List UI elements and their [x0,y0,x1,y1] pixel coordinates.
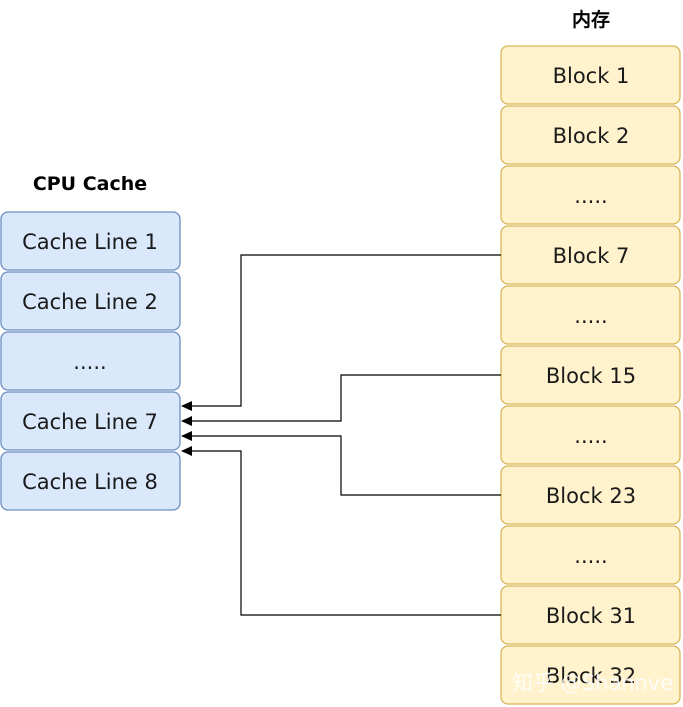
cache-line-label: Cache Line 7 [22,410,158,434]
memory-title: 内存 [572,8,610,31]
connector-block-15 [181,374,501,426]
arrowhead-icon [181,446,192,456]
memory-block-32: Block 32 [500,645,681,705]
connector-block-7 [181,254,501,411]
arrowhead-icon [181,401,192,411]
memory-block-7: Block 7 [500,225,681,285]
memory-block-label: Block 32 [546,664,636,688]
memory-block-23: Block 23 [500,465,681,525]
cache-line-label: Cache Line 1 [22,230,158,254]
cache-column: Cache Line 1 Cache Line 2 ..... Cache Li… [0,211,181,511]
memory-block-ellipsis-4: ..... [500,525,681,585]
cache-line-1: Cache Line 1 [0,211,181,271]
memory-block-label: Block 7 [553,244,630,268]
arrowhead-icon [181,431,192,441]
connector-block-31 [181,446,501,616]
memory-column: Block 1 Block 2 ..... Block 7 ..... Bloc… [500,45,681,705]
cache-line-7: Cache Line 7 [0,391,181,451]
cpu-cache-title: CPU Cache [33,173,147,195]
memory-block-15: Block 15 [500,345,681,405]
memory-block-label: ..... [574,544,607,568]
memory-block-label: ..... [574,424,607,448]
memory-block-label: Block 2 [553,124,630,148]
cache-line-2: Cache Line 2 [0,271,181,331]
cache-line-label: ..... [73,350,106,374]
memory-block-label: ..... [574,304,607,328]
connector-block-23 [181,431,501,496]
memory-block-ellipsis-1: ..... [500,165,681,225]
cache-line-8: Cache Line 8 [0,451,181,511]
cache-line-ellipsis: ..... [0,331,181,391]
watermark: 知乎 @Shannve [512,671,673,695]
memory-block-1: Block 1 [500,45,681,105]
memory-block-label: Block 31 [546,604,636,628]
memory-block-label: ..... [574,184,607,208]
cache-line-label: Cache Line 8 [22,470,158,494]
memory-block-2: Block 2 [500,105,681,165]
connectors [181,254,501,616]
cache-line-label: Cache Line 2 [22,290,158,314]
memory-block-label: Block 23 [546,484,636,508]
memory-block-label: Block 1 [553,64,630,88]
memory-block-ellipsis-3: ..... [500,405,681,465]
arrowhead-icon [181,416,192,426]
memory-block-ellipsis-2: ..... [500,285,681,345]
memory-block-31: Block 31 [500,585,681,645]
memory-block-label: Block 15 [546,364,636,388]
